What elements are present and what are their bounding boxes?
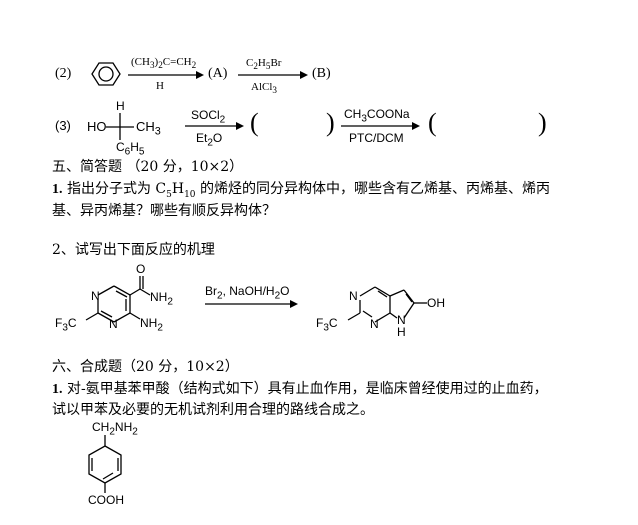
reagent-thionyl-chloride: SOCl2 <box>191 108 226 126</box>
reagent-hofmann: Br2, NaOH/H2O <box>205 284 290 302</box>
reagent-ether: Et2O <box>196 131 223 149</box>
carbinol-structure <box>106 113 134 140</box>
atom-ho: HO <box>87 119 107 134</box>
atom-n-pyrrole: N <box>397 313 406 327</box>
section-6-question-1: 1. 对-氨甲基苯甲酸（结构式如下）具有止血作用，是临床曾经使用过的止血药， <box>52 381 548 397</box>
atom-ch3: CH3 <box>136 119 161 138</box>
reagent-bromoethane: C2H5Br <box>246 57 282 72</box>
reagent-aluminum-chloride: AlCl3 <box>251 81 277 96</box>
section-5-heading: 五、简答题 （20 分，10×2） <box>52 159 244 175</box>
atom-h-pyrrole: H <box>397 325 406 339</box>
reaction-3-label: (3) <box>55 118 71 133</box>
pyrrolopyrimidine-product <box>347 286 427 323</box>
reaction-arrow-3 <box>185 122 244 130</box>
section-6-heading: 六、合成题（20 分，10×2） <box>52 359 239 375</box>
answer-blank-close-2: ) <box>538 108 547 137</box>
reagent-ptc-dcm: PTC/DCM <box>349 131 404 145</box>
atom-h: H <box>116 99 125 113</box>
reagent-acid-catalyst: H <box>156 80 164 92</box>
atom-n-ring-2: N <box>109 317 118 331</box>
reaction-2-label: (2) <box>55 66 72 81</box>
atom-o-carbonyl: O <box>136 262 146 276</box>
section-5-question-2: 2、试写出下面反应的机理 <box>52 242 215 258</box>
atom-c6h5: C6H5 <box>116 140 145 158</box>
section-5-question-1-cont: 基、异丙烯基？哪些有顺反异构体？ <box>52 203 276 219</box>
atom-cf3-product: F3C <box>316 316 338 334</box>
section-5-question-1: 1. 指出分子式为 C5H10 的烯烃的同分异构体中，哪些含有乙烯基、丙烯基、烯… <box>52 181 550 200</box>
answer-blank-close-1: ) <box>326 108 335 137</box>
atom-nh2-amine: NH2 <box>140 316 163 334</box>
atom-ch2nh2: CH2NH2 <box>92 420 138 438</box>
product-b-placeholder: (B) <box>312 66 331 81</box>
aminomethylbenzoic-acid-structure <box>88 435 122 493</box>
reaction-arrow-1 <box>128 71 204 79</box>
atom-n-ring-1: N <box>91 289 100 303</box>
atom-n-product-1: N <box>349 289 358 303</box>
answer-blank-open-2: ( <box>428 108 437 137</box>
section-6-question-1-cont: 试以甲苯及必要的无机试剂利用合理的路线合成之。 <box>52 402 374 418</box>
atom-n-product-2: N <box>370 317 379 331</box>
reaction-arrow-4 <box>341 122 420 130</box>
reaction-arrow-2 <box>238 71 308 79</box>
atom-nh2-amide: NH2 <box>150 290 173 308</box>
reagent-isobutylene: (CH3)2C=CH2 <box>131 56 197 71</box>
reagent-sodium-acetate: CH3COONa <box>344 107 410 125</box>
atom-cf3-reactant: F3C <box>55 316 77 334</box>
product-a-placeholder: (A) <box>208 66 228 81</box>
pyrimidine-reactant <box>85 276 151 323</box>
mechanism-arrow <box>205 300 298 308</box>
atom-cooh: COOH <box>88 493 124 507</box>
atom-oh-product: OH <box>427 296 445 310</box>
benzene-ring-reactant <box>91 62 121 86</box>
answer-blank-open-1: ( <box>250 108 259 137</box>
